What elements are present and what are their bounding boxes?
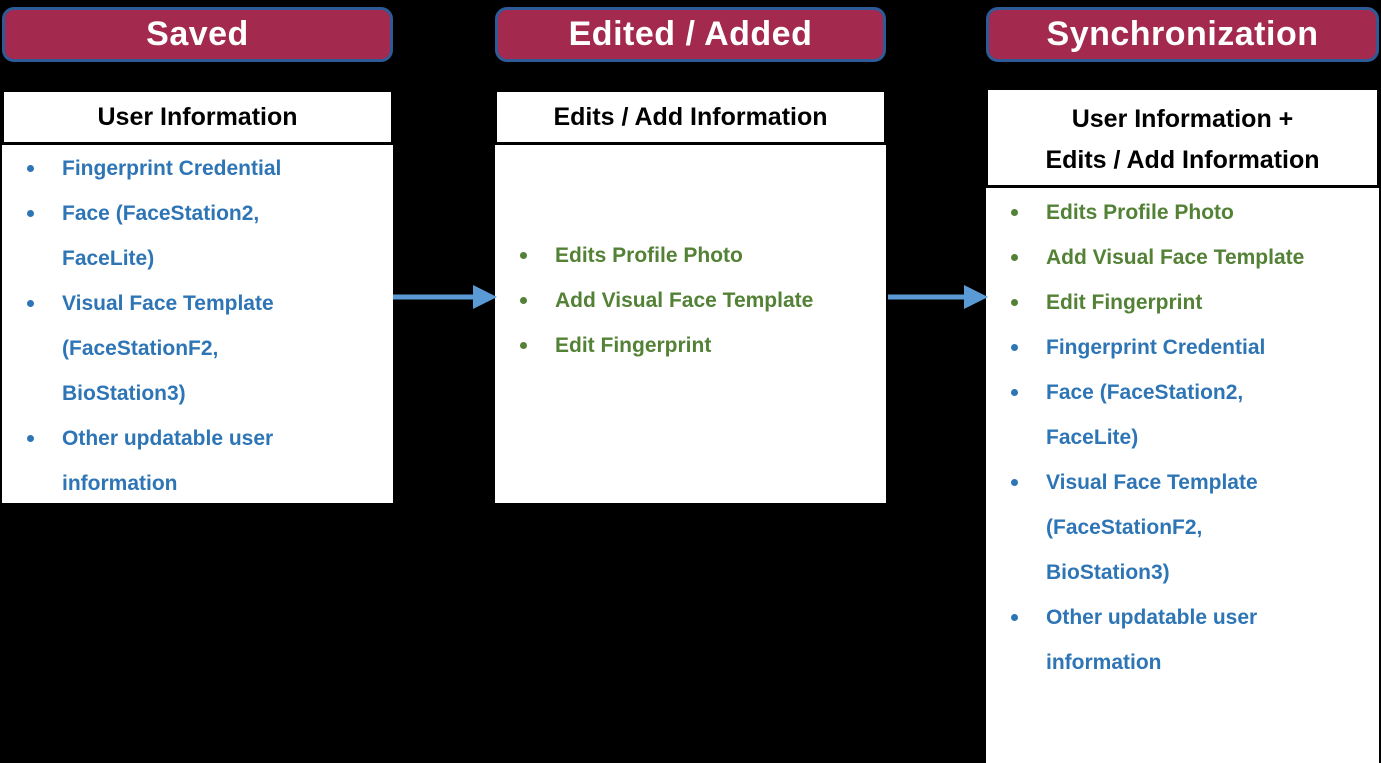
list-item: Edit Fingerprint: [495, 323, 886, 368]
bullet-icon: [520, 342, 527, 349]
synchronization-panel-header-line2: Edits / Add Information: [1045, 146, 1320, 174]
edited-added-panel-header-text: Edits / Add Information: [553, 103, 828, 131]
list-item: Face (FaceStation2, FaceLite): [986, 370, 1379, 460]
bullet-icon: [520, 297, 527, 304]
edited-added-panel: Edits / Add Information Edits Profile Ph…: [495, 90, 886, 503]
list-item-line: Fingerprint Credential: [62, 157, 282, 180]
bullet-icon: [1011, 299, 1018, 306]
list-item: Fingerprint Credential: [986, 325, 1379, 370]
list-item-line: BioStation3): [1046, 561, 1170, 584]
synchronization-panel-header-line1: User Information +: [1071, 105, 1294, 133]
list-item-line: FaceLite): [62, 247, 155, 270]
list-item-line: information: [1046, 651, 1162, 674]
bullet-icon: [27, 165, 34, 172]
saved-title: Saved: [146, 15, 249, 53]
edited-added-title-bar: Edited / Added: [495, 7, 886, 62]
bullet-icon: [520, 252, 527, 259]
list-item: Fingerprint Credential: [2, 146, 393, 191]
list-item: Edits Profile Photo: [495, 233, 886, 278]
list-item: Edit Fingerprint: [986, 280, 1379, 325]
list-item-line: BioStation3): [62, 382, 186, 405]
list-item-line: information: [62, 472, 178, 495]
bullet-icon: [1011, 344, 1018, 351]
bullet-icon: [27, 435, 34, 442]
list-item-line: Edit Fingerprint: [555, 334, 712, 357]
bullet-icon: [1011, 614, 1018, 621]
synchronization-title-bar: Synchronization: [986, 7, 1379, 62]
synchronization-title: Synchronization: [1046, 15, 1319, 53]
list-item-line: Visual Face Template: [62, 292, 274, 315]
right-arrow-icon: [888, 285, 988, 309]
list-item-line: Face (FaceStation2,: [62, 202, 260, 225]
list-item-line: Face (FaceStation2,: [1046, 381, 1244, 404]
synchronization-panel-header: User Information + Edits / Add Informati…: [986, 88, 1379, 188]
saved-title-bar: Saved: [2, 7, 393, 62]
edited-added-title: Edited / Added: [568, 15, 813, 53]
list-item: Face (FaceStation2, FaceLite): [2, 191, 393, 281]
list-item-line: Edits Profile Photo: [1046, 201, 1234, 224]
list-item-line: Fingerprint Credential: [1046, 336, 1266, 359]
bullet-icon: [27, 300, 34, 307]
saved-panel-header: User Information: [2, 90, 393, 145]
list-item: Visual Face Template (FaceStationF2, BioSt…: [2, 281, 393, 416]
bullet-icon: [27, 210, 34, 217]
bullet-icon: [1011, 254, 1018, 261]
list-item-line: Other updatable user: [1046, 606, 1258, 629]
list-item: Edits Profile Photo: [986, 190, 1379, 235]
saved-panel-header-text: User Information: [97, 103, 298, 131]
list-item-line: (FaceStationF2,: [62, 337, 219, 360]
bullet-icon: [1011, 389, 1018, 396]
bullet-icon: [1011, 209, 1018, 216]
list-item: Add Visual Face Template: [495, 278, 886, 323]
list-item-line: Visual Face Template: [1046, 471, 1258, 494]
right-arrow-icon: [393, 285, 497, 309]
list-item: Other updatable user information: [2, 416, 393, 506]
list-item-line: (FaceStationF2,: [1046, 516, 1203, 539]
list-item: Add Visual Face Template: [986, 235, 1379, 280]
list-item-line: Add Visual Face Template: [555, 289, 814, 312]
edited-added-panel-header: Edits / Add Information: [495, 90, 886, 145]
list-item-line: Add Visual Face Template: [1046, 246, 1305, 269]
list-item-line: Edit Fingerprint: [1046, 291, 1203, 314]
synchronization-panel: User Information + Edits / Add Informati…: [986, 88, 1379, 763]
bullet-icon: [1011, 479, 1018, 486]
list-item: Other updatable user information: [986, 595, 1379, 685]
list-item-line: Other updatable user: [62, 427, 274, 450]
list-item: Visual Face Template (FaceStationF2, BioSt…: [986, 460, 1379, 595]
list-item-line: Edits Profile Photo: [555, 244, 743, 267]
list-item-line: FaceLite): [1046, 426, 1139, 449]
